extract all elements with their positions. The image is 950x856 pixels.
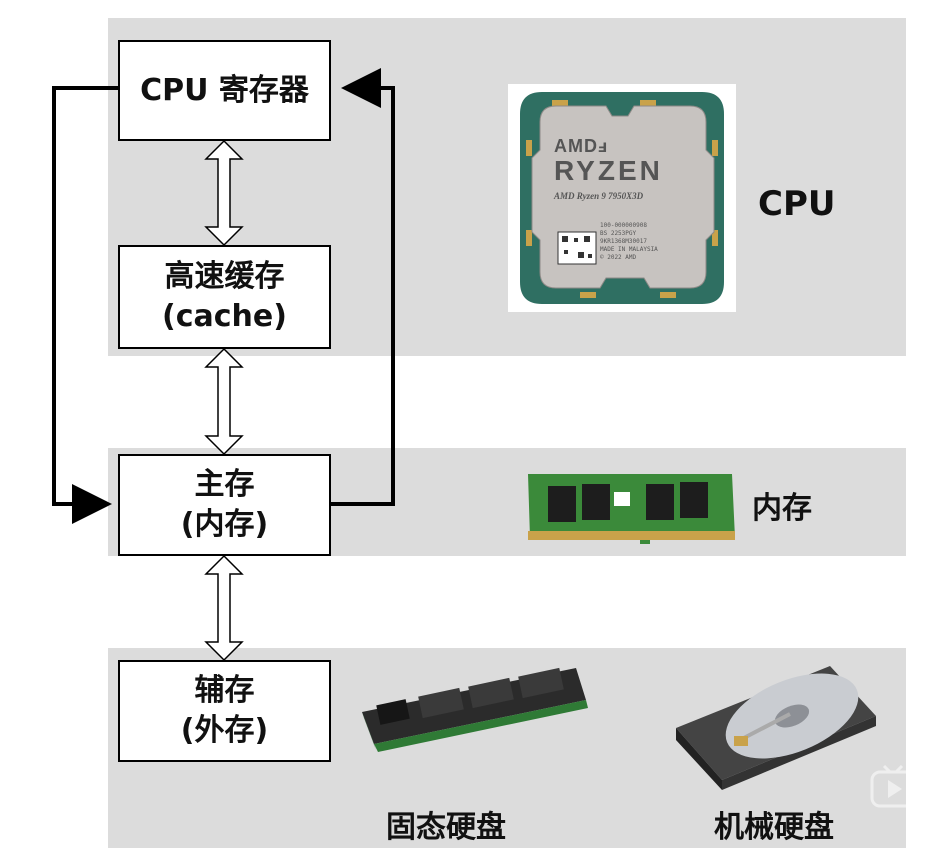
- ram-label: 内存: [752, 491, 812, 526]
- secondary-storage-box: 辅存 (外存): [118, 660, 331, 762]
- cache-box: 高速缓存 (cache): [118, 245, 331, 349]
- hdd-image: [676, 666, 876, 790]
- ssd-label: 固态硬盘: [386, 810, 506, 845]
- main-memory-box: 主存 (内存): [118, 454, 331, 556]
- double-arrow-registers-cache: [204, 139, 244, 247]
- ram-stick-image: [528, 474, 735, 544]
- cache-label-line1: 高速缓存: [164, 259, 285, 294]
- main-memory-label-line1: 主存: [194, 467, 255, 502]
- ssd-image: [362, 667, 588, 752]
- watermark-play-icon: [870, 764, 916, 808]
- chip-copyright: © 2022 AMD: [600, 254, 637, 261]
- chip-model: AMD Ryzen 9 7950X3D: [554, 191, 644, 201]
- chip-text: AMDⅎ RYZEN AMD Ryzen 9 7950X3D: [554, 136, 704, 204]
- cache-label-line2: (cache): [162, 299, 287, 334]
- chip-code-1: 100-000000908: [600, 222, 647, 229]
- right-loop-arrow: [331, 68, 395, 506]
- double-arrow-main-secondary: [204, 554, 244, 662]
- double-arrow-cache-main: [204, 347, 244, 456]
- cpu-label: CPU: [758, 184, 836, 224]
- chip-codes: 100-000000908 BS 2253PGY 9KR1368M30017 M…: [600, 222, 696, 262]
- chip-line: RYZEN: [554, 155, 663, 186]
- main-memory-label-line2: (内存): [180, 507, 269, 542]
- secondary-storage-label-line1: 辅存: [194, 673, 255, 708]
- secondary-storage-label-line2: (外存): [180, 713, 269, 748]
- registers-box: CPU 寄存器: [118, 40, 331, 141]
- chip-code-2: BS 2253PGY: [600, 230, 637, 237]
- chip-origin: MADE IN MALAYSIA: [600, 246, 658, 253]
- registers-label: CPU 寄存器: [140, 72, 309, 108]
- left-loop-arrow: [52, 86, 118, 524]
- cpu-chip-image: [508, 84, 736, 312]
- chip-brand: AMDⅎ: [554, 136, 609, 156]
- hdd-label: 机械硬盘: [714, 810, 834, 845]
- chip-code-3: 9KR1368M30017: [600, 238, 647, 245]
